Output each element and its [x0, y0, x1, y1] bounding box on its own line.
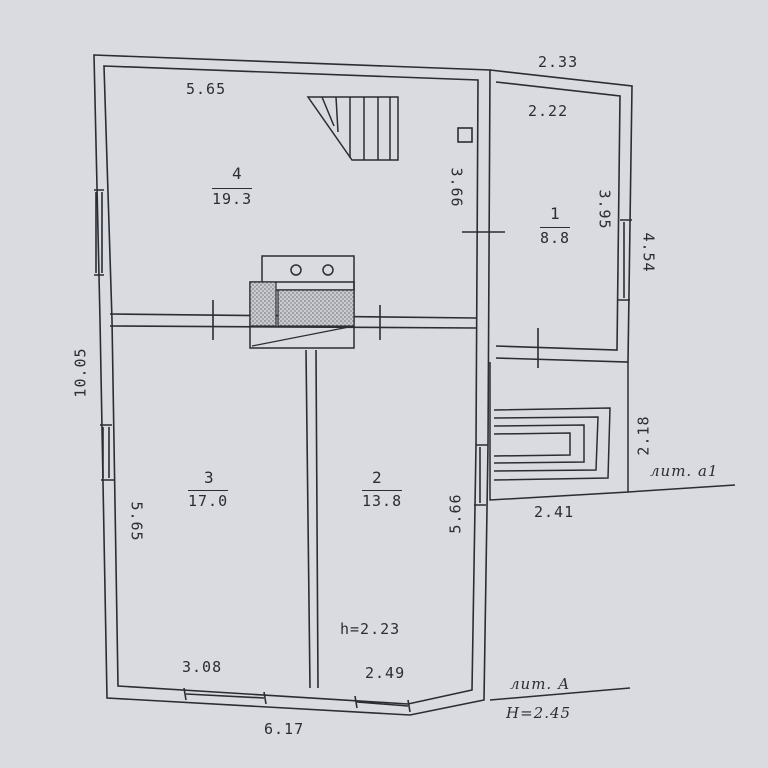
dimension-porch-depth: 2.18 [634, 415, 653, 456]
dimension-top-annex: 2.33 [538, 53, 579, 71]
dimension-right-lower: 5.66 [446, 493, 465, 534]
stairs [306, 96, 399, 161]
dimension-room4-height: 3.66 [447, 167, 466, 208]
dimension-left-lower: 5.65 [127, 501, 146, 542]
ceiling-height-note: h=2.23 [340, 620, 401, 638]
dimension-bottom-room3: 3.08 [182, 658, 223, 676]
porch [489, 362, 736, 701]
room-2-area: 13.8 [362, 490, 403, 510]
dimension-top-main: 5.65 [186, 80, 227, 98]
room-2-number: 2 [372, 468, 383, 487]
room-4-area: 19.3 [212, 188, 253, 208]
room-4-number: 4 [232, 164, 243, 183]
dimension-annex-outer-height: 4.54 [639, 232, 658, 273]
room-3-number: 3 [204, 468, 215, 487]
stove [249, 255, 355, 349]
dimension-bottom-total: 6.17 [264, 720, 305, 738]
dimension-left-total: 10.05 [71, 347, 90, 398]
building-height-note: H=2.45 [506, 704, 572, 722]
walls [93, 54, 633, 716]
dimension-annex-inner-top: 2.22 [528, 102, 569, 120]
lit-a-label: лит. А [510, 675, 571, 693]
dimension-bottom-room2: 2.49 [365, 664, 406, 682]
room-1-area: 8.8 [540, 227, 571, 247]
lit-a1-label: лит. а1 [650, 462, 719, 480]
dimension-room1-height: 3.95 [595, 189, 614, 230]
room-1-number: 1 [550, 204, 561, 223]
room-3-area: 17.0 [188, 490, 229, 510]
dimension-porch-width: 2.41 [534, 503, 575, 521]
